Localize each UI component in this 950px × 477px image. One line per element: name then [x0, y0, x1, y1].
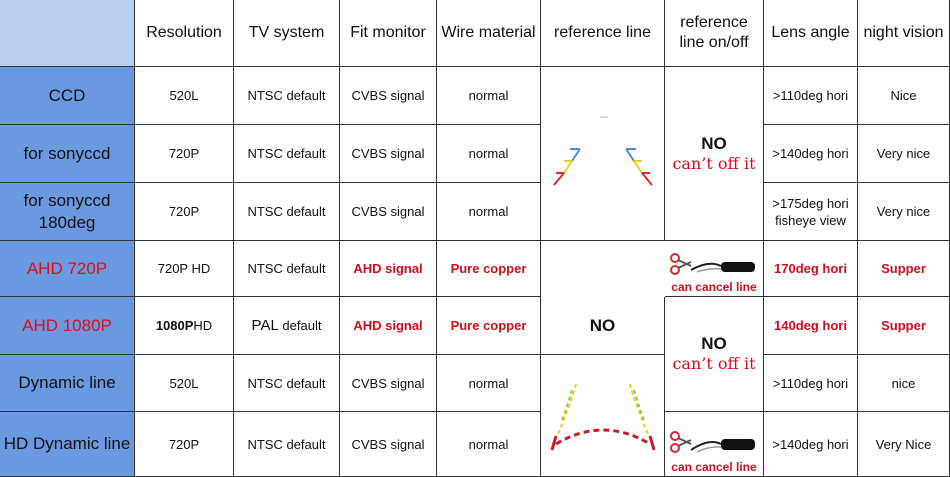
- onoff-cant-text: can’t off it: [672, 153, 756, 173]
- header-resolution: Resolution: [135, 0, 234, 67]
- tv-sonyccd-180: NTSC default: [234, 183, 340, 241]
- resolution-sonyccd: 720P: [135, 125, 234, 183]
- reference-line-static-cell: [541, 67, 665, 241]
- night-dynamic-line: nice: [858, 355, 950, 412]
- tv-hd-dynamic-line: NTSC default: [234, 412, 340, 477]
- wire-dynamic-line: normal: [437, 355, 541, 412]
- night-ahd-1080p: Supper: [858, 297, 950, 355]
- row-name-sonyccd-180-line1: for sonyccd: [23, 190, 111, 210]
- row-name-sonyccd: for sonyccd: [0, 125, 135, 183]
- resolution-hd-dynamic-line: 720P: [135, 412, 234, 477]
- header-tv-system: TV system: [234, 0, 340, 67]
- lens-ahd-1080p: 140deg hori: [764, 297, 858, 355]
- row-name-sonyccd-180: for sonyccd 180deg: [0, 183, 135, 241]
- tv-dynamic-line: NTSC default: [234, 355, 340, 412]
- tv-ahd-720p: NTSC default: [234, 241, 340, 297]
- header-ref-on-off-line2: line on/off: [679, 34, 749, 51]
- row-name-ahd-1080p: AHD 1080P: [0, 297, 135, 355]
- header-lens-angle: Lens angle: [764, 0, 858, 67]
- onoff-cancel-text-hd: can cancel line: [671, 460, 757, 474]
- resolution-sonyccd-180: 720P: [135, 183, 234, 241]
- header-reference-line: reference line: [541, 0, 665, 67]
- night-sonyccd-180: Very nice: [858, 183, 950, 241]
- header-wire-material: Wire material: [437, 0, 541, 67]
- reference-line-dynamic-cell: [541, 355, 665, 477]
- onoff-cancel-text-720: can cancel line: [671, 280, 757, 294]
- scissors-cable-icon-2: [670, 431, 755, 453]
- wire-ahd-1080p: Pure copper: [437, 297, 541, 355]
- wire-sonyccd-180: normal: [437, 183, 541, 241]
- resolution-1080p-rest: HD: [193, 318, 213, 333]
- lens-ccd: >110deg hori: [764, 67, 858, 125]
- monitor-ccd: CVBS signal: [340, 67, 437, 125]
- row-name-dynamic-line: Dynamic line: [0, 355, 135, 412]
- scissors-cable-icon: [670, 253, 755, 275]
- static-reference-line-icon: [552, 115, 653, 186]
- resolution-1080p-bold: 1080P: [155, 318, 194, 333]
- onoff-no-text: NO: [701, 133, 727, 153]
- reference-line-ahd-1080p: NO: [541, 297, 665, 355]
- monitor-sonyccd: CVBS signal: [340, 125, 437, 183]
- onoff-hd-dynamic-line: can cancel line: [665, 412, 764, 477]
- wire-hd-dynamic-line: normal: [437, 412, 541, 477]
- tv-ahd-1080p: PAL default: [234, 297, 340, 355]
- lens-hd-dynamic-line: >140deg hori: [764, 412, 858, 477]
- monitor-sonyccd-180: CVBS signal: [340, 183, 437, 241]
- row-name-sonyccd-180-line2: 180deg: [38, 212, 96, 232]
- row-name-ahd-720p: AHD 720P: [0, 241, 135, 297]
- lens-sonyccd-180-line1: >175deg hori: [772, 195, 849, 211]
- resolution-ahd-1080p: 1080P HD: [135, 297, 234, 355]
- onoff-ahd-720p: can cancel line: [665, 241, 764, 297]
- wire-sonyccd: normal: [437, 125, 541, 183]
- lens-sonyccd: >140deg hori: [764, 125, 858, 183]
- row-name-ccd: CCD: [0, 67, 135, 125]
- lens-sonyccd-180: >175deg hori fisheye view: [764, 183, 858, 241]
- night-sonyccd: Very nice: [858, 125, 950, 183]
- night-ccd: Nice: [858, 67, 950, 125]
- onoff-cant-text-2: can’t off it: [672, 354, 756, 373]
- header-corner: [0, 0, 135, 67]
- night-hd-dynamic-line: Very Nice: [858, 412, 950, 477]
- onoff-static-cell: NO can’t off it: [665, 67, 764, 241]
- onoff-no-text-2: NO: [701, 334, 727, 353]
- tv-pal-rest: default: [278, 318, 322, 333]
- row-name-hd-dynamic-line: HD Dynamic line: [0, 412, 135, 477]
- lens-dynamic-line: >110deg hori: [764, 355, 858, 412]
- tv-sonyccd: NTSC default: [234, 125, 340, 183]
- tv-ccd: NTSC default: [234, 67, 340, 125]
- reference-line-no-text: NO: [589, 315, 616, 335]
- wire-ahd-720p: Pure copper: [437, 241, 541, 297]
- header-fit-monitor: Fit monitor: [340, 0, 437, 67]
- resolution-ahd-720p: 720P HD: [135, 241, 234, 297]
- night-ahd-720p: Supper: [858, 241, 950, 297]
- tv-pal-word: PAL: [251, 317, 279, 334]
- header-ref-on-off-line1: reference: [680, 14, 748, 31]
- resolution-dynamic-line: 520L: [135, 355, 234, 412]
- monitor-ahd-1080p: AHD signal: [340, 297, 437, 355]
- header-ref-on-off: reference line on/off: [665, 0, 764, 67]
- monitor-dynamic-line: CVBS signal: [340, 355, 437, 412]
- monitor-ahd-720p: AHD signal: [340, 241, 437, 297]
- resolution-ccd: 520L: [135, 67, 234, 125]
- dynamic-reference-line-icon: [550, 383, 655, 450]
- lens-ahd-720p: 170deg hori: [764, 241, 858, 297]
- onoff-dynamic-cell: NO can’t off it: [665, 297, 764, 412]
- header-night-vision: night vision: [858, 0, 950, 67]
- wire-ccd: normal: [437, 67, 541, 125]
- monitor-hd-dynamic-line: CVBS signal: [340, 412, 437, 477]
- lens-sonyccd-180-line2: fisheye view: [775, 212, 846, 228]
